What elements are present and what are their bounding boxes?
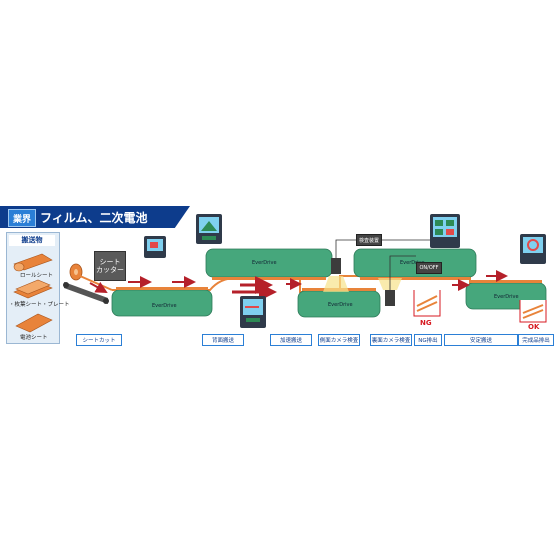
process-label-sheet-cut: シートカット (76, 334, 122, 346)
controller-4 (430, 214, 460, 248)
camera-wire-1 (335, 239, 356, 258)
conveyor-2-brand: EverDrive (252, 260, 277, 266)
process-label-product-eject: 完成品排出 (518, 334, 554, 346)
battery-sheet-icon (15, 313, 53, 333)
sheet-cutter: シート カッター (94, 251, 126, 281)
material-label-roll: ロールシート (20, 273, 54, 279)
onoff-switch: ON/OFF (416, 262, 442, 274)
inspection-device: 検査装置 (356, 234, 382, 246)
feed-roll (69, 263, 83, 281)
conveyor-5-brand: EverDrive (494, 294, 519, 300)
controller-2 (196, 214, 222, 244)
controller-3 (240, 296, 266, 328)
plate-sheet-icon (13, 279, 53, 299)
conveyor-4-brand: EverDrive (400, 260, 425, 266)
material-label-battery: 電池シート (20, 335, 48, 341)
conveyor-3-brand: EverDrive (328, 302, 353, 308)
process-label-stable-transport: 安定搬送 (444, 334, 518, 346)
process-label-side-camera: 側面カメラ検査 (318, 334, 360, 346)
roll-sheet-icon (13, 253, 53, 272)
ng-bin (413, 290, 441, 317)
material-label-plate: ・枚葉シート・プレート (9, 302, 70, 308)
ok-bin (519, 300, 547, 323)
process-label-bottom-camera: 裏面カメラ検査 (370, 334, 412, 346)
process-label-ng-eject: NG排出 (414, 334, 442, 346)
header-tag: 業界 (8, 209, 36, 227)
ok-label: OK (528, 323, 540, 331)
header-title: フィルム、二次電池 (40, 211, 148, 225)
feed-belt (63, 282, 109, 304)
conveyor-1 (111, 287, 213, 317)
controller-1 (144, 236, 166, 258)
materials-icons (13, 253, 53, 333)
side-camera (323, 258, 349, 292)
sheet-cutter-label: シート カッター (96, 258, 124, 274)
camera-wire-3 (389, 255, 416, 290)
ng-label: NG (420, 319, 432, 327)
conveyor-4 (353, 248, 477, 280)
header-bar (0, 206, 190, 228)
process-label-accel-transport: 加速搬送 (270, 334, 312, 346)
arrow-feed (89, 281, 108, 293)
process-label-back-transport: 背面搬送 (202, 334, 244, 346)
conveyor-1-brand: EverDrive (152, 303, 177, 309)
materials-title: 搬送物 (9, 235, 55, 246)
controller-5 (520, 234, 546, 264)
